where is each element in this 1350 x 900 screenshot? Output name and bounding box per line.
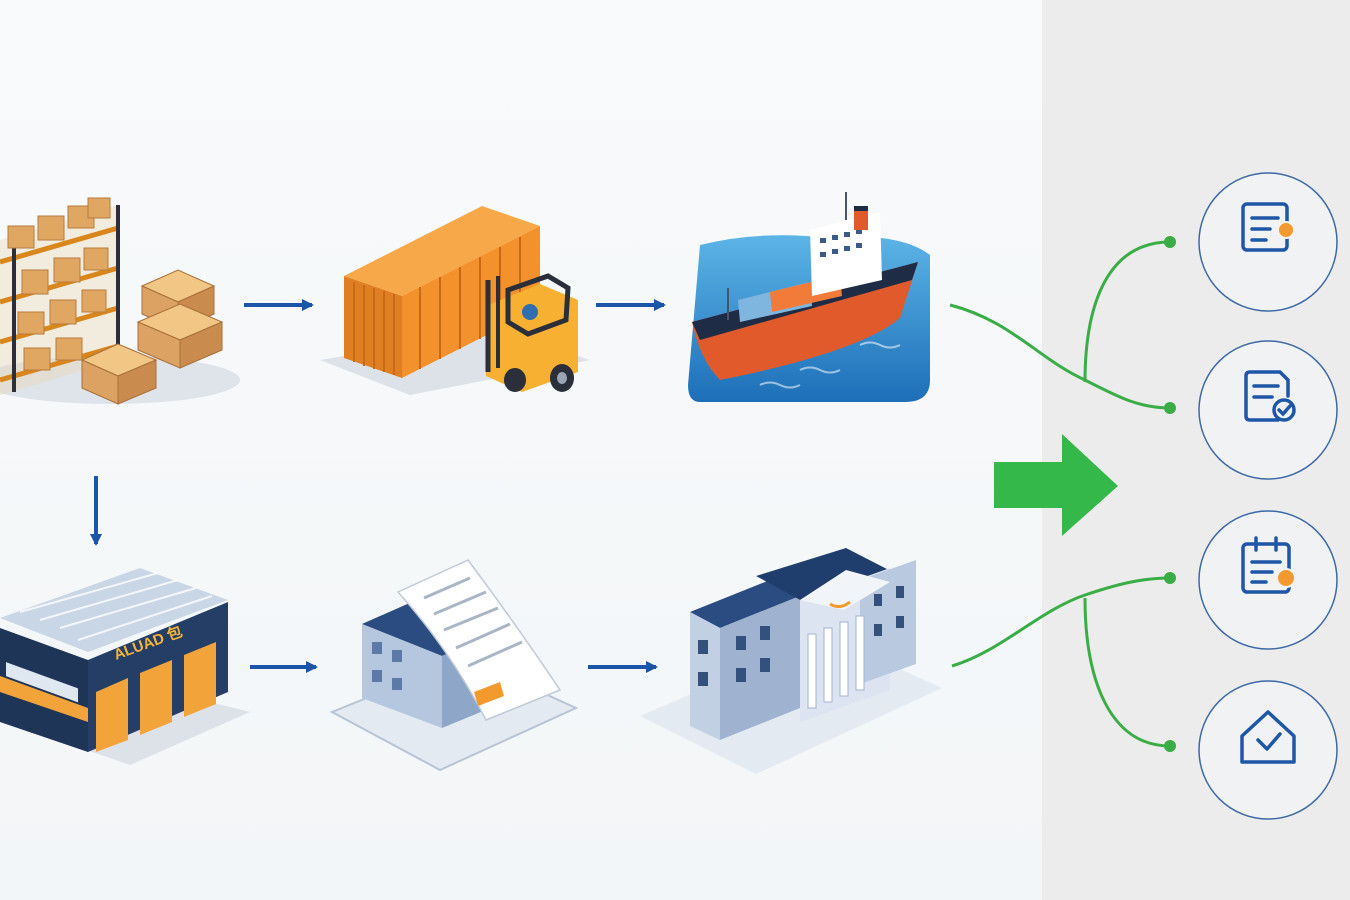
outcome-1	[1198, 172, 1338, 312]
diagram-canvas	[0, 0, 1042, 900]
distribution-warehouse-icon: ALUAD 包	[0, 568, 250, 765]
shipping-container-forklift-icon	[320, 206, 590, 395]
outcome-3	[1198, 510, 1338, 650]
clipboard-badge-icon	[1241, 536, 1291, 594]
connector-dot-1	[1164, 236, 1176, 248]
home-check-icon	[1240, 710, 1296, 764]
connector-dot-3	[1164, 572, 1176, 584]
government-building-icon	[640, 548, 942, 774]
connector-top-branch	[1083, 240, 1171, 383]
connector-dot-4	[1164, 740, 1176, 752]
cargo-ship-icon	[688, 192, 930, 402]
connector-dot-2	[1164, 402, 1176, 414]
big-forward-arrow	[994, 434, 1118, 536]
outcome-4	[1198, 680, 1338, 820]
storage-shelves-icon	[0, 197, 240, 405]
outcome-2	[1198, 340, 1338, 480]
document-check-icon	[1244, 370, 1296, 422]
customs-document-building-icon	[329, 559, 579, 772]
connector-bottom-branch	[1083, 597, 1171, 748]
connector-bottom	[951, 576, 1171, 668]
connector-top	[949, 303, 1171, 410]
